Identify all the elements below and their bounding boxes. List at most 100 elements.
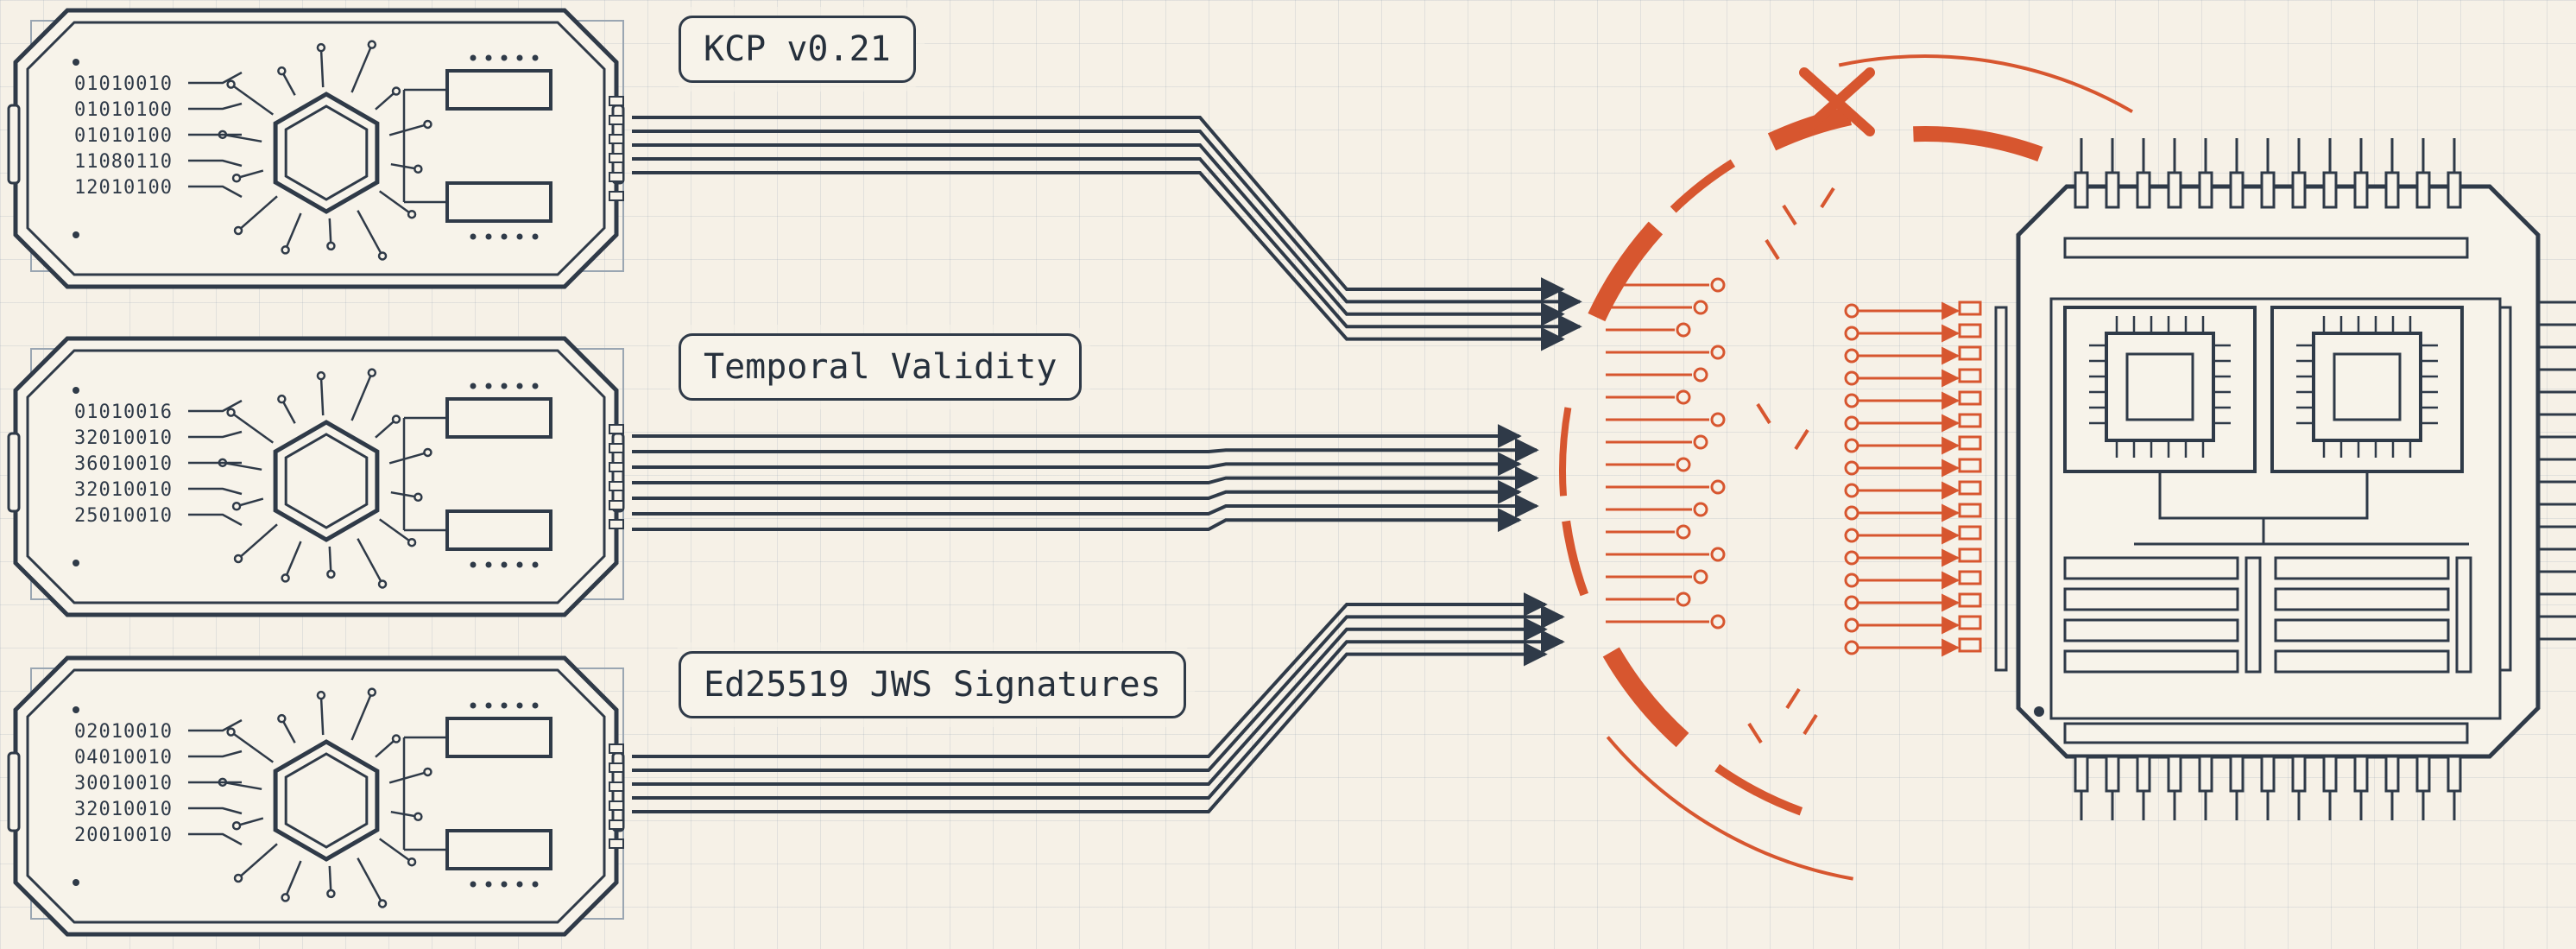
trace-node	[281, 245, 290, 255]
filter-node	[1710, 479, 1726, 495]
module-tab	[7, 104, 21, 185]
edge-pin	[609, 819, 624, 830]
filter-node	[1710, 277, 1726, 293]
pad-dot	[470, 561, 477, 568]
edge-pin	[609, 800, 624, 811]
binary-row: 12010100	[74, 177, 173, 199]
chip-input-pin	[1958, 480, 1982, 496]
circuit-trace	[375, 418, 397, 439]
chip-input-pin	[1958, 592, 1982, 608]
edge-pin	[609, 443, 624, 453]
circuit-trace	[188, 807, 243, 815]
chip-pin	[2105, 755, 2120, 793]
chip-input-pin	[1958, 547, 1982, 563]
chip-pin	[2229, 171, 2245, 209]
memory-bank	[2063, 556, 2239, 580]
edge-pin	[609, 462, 624, 472]
module-inner-outline	[26, 349, 606, 604]
chip-pin	[2074, 171, 2089, 209]
binary-row: 01010100	[74, 99, 173, 121]
data-wire	[632, 171, 1565, 351]
data-wire	[632, 143, 1565, 326]
circuit-trace	[230, 731, 275, 763]
data-wire	[632, 157, 1582, 339]
trace-node	[277, 713, 287, 724]
circuit-trace	[188, 430, 243, 439]
core-inner	[2125, 352, 2194, 421]
trace-node	[326, 241, 336, 251]
chip-pin	[2447, 171, 2462, 209]
memory-bank	[2274, 649, 2450, 674]
data-wire	[632, 494, 1539, 518]
chip-pin	[2260, 171, 2276, 209]
chip-pin	[2136, 171, 2151, 209]
filter-node	[1844, 370, 1859, 386]
pad-dot	[470, 702, 477, 709]
core-die	[2312, 332, 2422, 442]
circuit-trace	[388, 123, 428, 136]
binary-row: 36010010	[74, 453, 173, 475]
chip-input-pin	[1958, 525, 1982, 541]
circuit-trace	[402, 416, 447, 532]
barrier-arc-segment	[1714, 763, 1803, 816]
filter-node	[1693, 300, 1708, 315]
circuit-trace	[230, 83, 275, 116]
filter-node	[1844, 460, 1859, 476]
pad-dot	[470, 383, 477, 389]
circuit-trace	[281, 70, 296, 96]
filter-node	[1844, 573, 1859, 588]
chip-bus	[2134, 471, 2469, 546]
edge-pin	[609, 96, 624, 106]
circuit-trace	[328, 546, 332, 574]
pad-dot	[485, 702, 492, 709]
circuit-trace	[188, 159, 243, 168]
module-outline	[13, 8, 619, 289]
x-mark-icon	[1799, 67, 1875, 136]
data-wire	[632, 452, 1522, 477]
label-temporal-validity: Temporal Validity	[679, 333, 1083, 401]
chip-pin	[2353, 755, 2369, 793]
circuit-trace	[188, 487, 243, 496]
filter-node	[1710, 547, 1726, 562]
memory-bank	[2063, 649, 2239, 674]
chip-pin	[2291, 171, 2307, 209]
edge-pin	[609, 115, 624, 125]
pad-dot	[470, 54, 477, 61]
module-tab	[7, 751, 21, 832]
module-inner-outline	[26, 668, 606, 924]
data-wire	[632, 465, 1539, 490]
hexagon-chip	[273, 92, 380, 214]
trace-node	[226, 408, 236, 417]
filter-node	[1844, 393, 1859, 408]
spark-tick	[1785, 687, 1801, 710]
spark-tick	[1756, 402, 1771, 425]
circuit-trace	[237, 195, 278, 231]
trace-node	[391, 734, 401, 743]
edge-pin	[609, 134, 624, 144]
trace-node	[316, 42, 326, 53]
circuit-trace	[350, 692, 373, 741]
data-wire	[632, 130, 1582, 314]
pad-dot	[501, 233, 508, 240]
pad-dot	[501, 54, 508, 61]
spark-tick	[1794, 428, 1809, 451]
circuit-trace	[188, 102, 243, 111]
circuit-trace	[378, 838, 413, 864]
filter-node	[1693, 434, 1708, 450]
edge-pin	[609, 781, 624, 792]
chip-input-pin	[1958, 390, 1982, 406]
pad-dot	[2034, 706, 2044, 717]
trace-node	[233, 554, 243, 564]
edge-pin	[609, 838, 624, 849]
filter-node	[1844, 550, 1859, 566]
circuit-trace	[378, 190, 413, 216]
trace-node	[326, 889, 336, 899]
circuit-trace	[388, 451, 428, 465]
binary-row: 30010010	[74, 773, 173, 794]
trace-node	[226, 79, 236, 89]
